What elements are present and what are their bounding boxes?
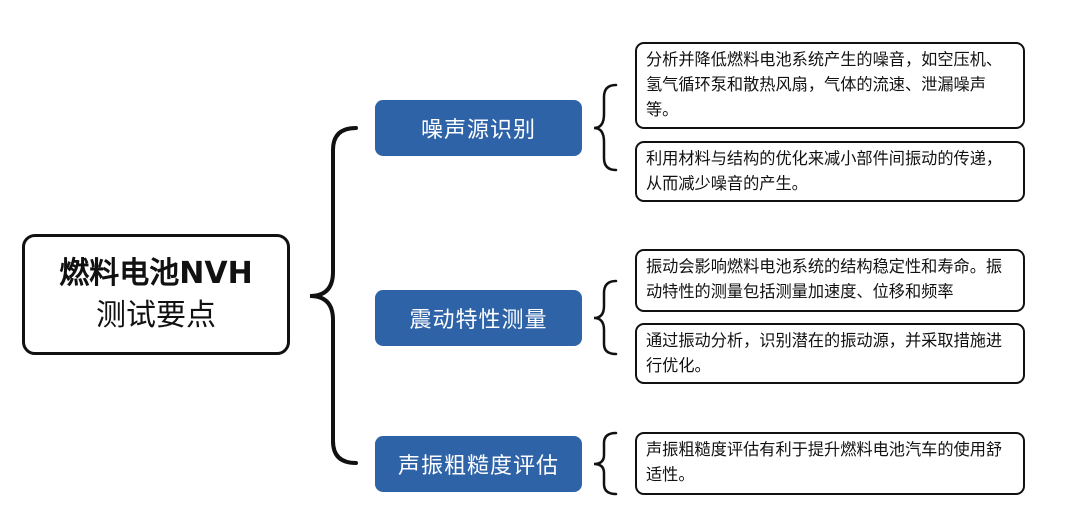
root-title-line1: 燃料电池NVH (59, 255, 253, 291)
branch-node-harshness: 声振粗糙度评估 (375, 436, 582, 492)
leaf-node: 振动会影响燃料电池系统的结构稳定性和寿命。振动特性的测量包括测量加速度、位移和频… (635, 249, 1025, 312)
branch-node-vibration: 震动特性测量 (375, 290, 582, 346)
leaf-text: 通过振动分析，识别潜在的振动源，并采取措施进行优化。 (646, 331, 1003, 375)
root-node: 燃料电池NVH 测试要点 (22, 234, 290, 355)
leaf-node: 分析并降低燃料电池系统产生的噪音，如空压机、氢气循环泵和散热风扇，气体的流速、泄… (635, 42, 1025, 129)
branch-node-noise-source: 噪声源识别 (375, 100, 582, 156)
brace-branch-2 (593, 279, 618, 356)
leaf-text: 声振粗糙度评估有利于提升燃料电池汽车的使用舒适性。 (646, 440, 1003, 484)
root-title-line2: 测试要点 (96, 297, 216, 333)
leaf-text: 分析并降低燃料电池系统产生的噪音，如空压机、氢气循环泵和散热风扇，气体的流速、泄… (646, 50, 1003, 119)
leaf-node: 通过振动分析，识别潜在的振动源，并采取措施进行优化。 (635, 323, 1025, 384)
leaf-node: 声振粗糙度评估有利于提升燃料电池汽车的使用舒适性。 (635, 432, 1025, 495)
branch-label: 声振粗糙度评估 (397, 454, 559, 479)
main-brace (309, 126, 358, 465)
leaf-node: 利用材料与结构的优化来减小部件间振动的传递，从而减少噪音的产生。 (635, 141, 1025, 202)
leaf-text: 利用材料与结构的优化来减小部件间振动的传递，从而减少噪音的产生。 (646, 149, 1003, 193)
leaf-text: 振动会影响燃料电池系统的结构稳定性和寿命。振动特性的测量包括测量加速度、位移和频… (646, 257, 1003, 301)
brace-branch-1 (593, 83, 618, 172)
branch-label: 震动特性测量 (409, 308, 548, 333)
brace-branch-3 (593, 431, 618, 496)
branch-label: 噪声源识别 (420, 118, 536, 143)
